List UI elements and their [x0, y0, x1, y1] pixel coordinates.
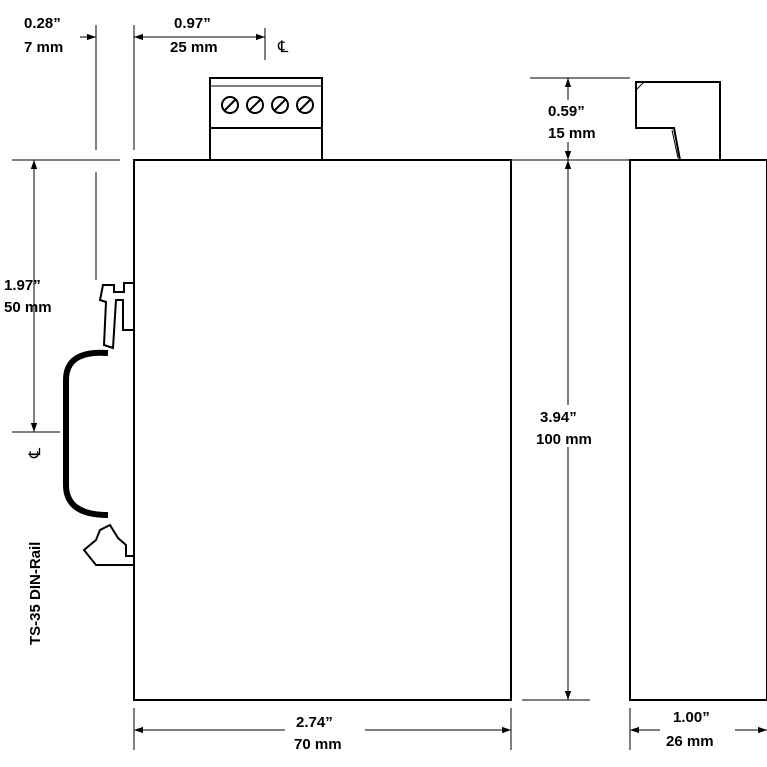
side-depth-mm-label: 26 mm: [666, 733, 714, 750]
terminal-screw-icon: [246, 96, 264, 114]
terminal-center-mm-label: 25 mm: [170, 39, 218, 56]
din-rail-clip: [63, 282, 134, 566]
din-rail-label: TS-35 DIN-Rail: [27, 542, 44, 645]
centerline-symbol-top: ℄: [277, 39, 289, 56]
front-view-body: [133, 159, 512, 701]
offset-mm-label: 7 mm: [24, 39, 63, 56]
terminal-height-mm-label: 15 mm: [548, 125, 596, 142]
terminal-height-inch-label: 0.59”: [548, 103, 585, 120]
body-height-inch-label: 3.94”: [540, 409, 577, 426]
side-view-body: [629, 159, 767, 701]
terminal-screw-icon: [221, 96, 239, 114]
terminal-screw-icon: [296, 96, 314, 114]
terminal-center-inch-label: 0.97”: [174, 15, 211, 32]
side-view-terminal: [635, 81, 721, 161]
offset-inch-label: 0.28”: [24, 15, 61, 32]
centerline-symbol-rail: ℄: [27, 447, 44, 459]
terminal-screw-icon: [271, 96, 289, 114]
rail-center-mm-label: 50 mm: [4, 299, 52, 316]
body-height-mm-label: 100 mm: [536, 431, 592, 448]
extension-lines: [12, 25, 631, 750]
body-width-mm-label: 70 mm: [294, 736, 342, 753]
body-width-inch-label: 2.74”: [296, 714, 333, 731]
rail-center-inch-label: 1.97”: [4, 277, 41, 294]
terminal-block: [209, 77, 323, 161]
side-depth-inch-label: 1.00”: [673, 709, 710, 726]
